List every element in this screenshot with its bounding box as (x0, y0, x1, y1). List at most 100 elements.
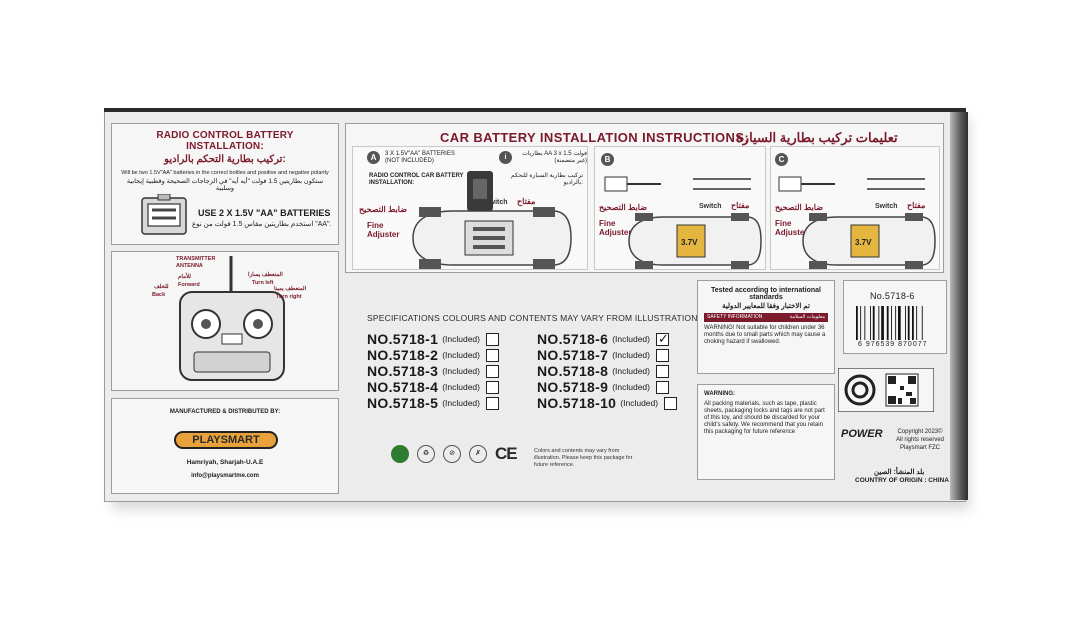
recycle-icon: ♻ (417, 445, 435, 463)
turn-left-label-ar: المنعطف يسارا (248, 272, 283, 278)
step-a-text: 3 X 1.5V"AA" BATTERIES (NOT INCLUDED) (385, 151, 455, 164)
green-dot-icon (391, 445, 409, 463)
safety-info-label-ar: معلومات السلامة (764, 313, 828, 322)
switch-label-ar-c: مفتاح (907, 201, 926, 210)
charger-cable-c-icon (778, 176, 925, 192)
switch-label-c: Switch (875, 203, 898, 210)
barcode-bar (916, 306, 918, 340)
spec-row: NO.5718-7(Included) (537, 347, 669, 363)
box-top-edge (104, 108, 966, 112)
svg-text:3.7V: 3.7V (855, 238, 872, 247)
barcode-bar (921, 306, 923, 340)
fine-adjuster-a: Fine Adjuster (367, 221, 400, 239)
warning-text: All packing materials, such as tape, pla… (704, 401, 825, 435)
barcode-icon (856, 306, 923, 340)
step-c-badge: C (775, 153, 788, 166)
step-a-panel: A 3 X 1.5V"AA" BATTERIES (NOT INCLUDED) … (352, 146, 588, 270)
svg-text:3.7V: 3.7V (681, 238, 698, 247)
barcode-bar (860, 306, 862, 340)
radio-battery-desc-ar: ستكون بطاريتين 1.5 فولت "أيه أيه" في الز… (126, 178, 324, 192)
power-logo: POWER (841, 428, 883, 440)
barcode-bar (870, 306, 871, 340)
manufacturer-address: Hamriyah, Sharjah-U.A.E (186, 459, 264, 466)
switch-label-ar-a: مفتاح (517, 197, 536, 206)
barcode-bar (878, 306, 880, 340)
spec-checkbox (656, 380, 669, 394)
spec-included-label: (Included) (612, 334, 650, 344)
car-chassis-b-icon: 3.7V (628, 213, 762, 269)
manufacturer-panel: MANUFACTURED & DISTRIBUTED BY: PLAYSMART… (111, 398, 339, 494)
step-a-info-icon: i (499, 151, 512, 164)
barcode-bar (886, 306, 889, 340)
back-label-ar: للخلف (154, 284, 169, 290)
playsmart-logo: PLAYSMART (174, 431, 278, 449)
fine-adjuster-ar-c: ضابط التصحيح (775, 203, 824, 212)
certification-icons: ♻ ⊘ ✗ CE (391, 444, 518, 464)
spec-included-label: (Included) (612, 366, 650, 376)
spec-model-number: NO.5718-8 (537, 363, 609, 379)
barcode-bar (891, 306, 892, 340)
switch-label-b: Switch (699, 203, 722, 210)
turn-right-label-ar: المنعطف يمينا (274, 286, 307, 292)
step-c-panel: C ضابط التصحيح Fine Adjuster Switch مفتا… (770, 146, 940, 270)
spec-included-label: (Included) (442, 350, 480, 360)
box-side-edge (950, 112, 968, 500)
spec-included-label: (Included) (612, 382, 650, 392)
forward-label: Forward (178, 282, 200, 288)
standards-panel: Tested according to international standa… (697, 280, 835, 374)
barcode-number: 6 976539 870077 (858, 341, 928, 348)
no-small-children-icon: ⊘ (443, 445, 461, 463)
car-chassis-a-icon (412, 207, 572, 269)
barcode-bar (912, 306, 914, 340)
manufacturer-email: info@playsmartme.com (191, 473, 259, 479)
spec-row: NO.5718-2(Included) (367, 347, 499, 363)
copyright-line-3: Playsmart FZC (900, 445, 941, 451)
spec-included-label: (Included) (442, 398, 480, 408)
copyright-line-2: All rights reserved (896, 437, 945, 443)
copyright-line-1: Copyright 2023© (897, 429, 943, 435)
barcode-bar (895, 306, 897, 340)
country-of-origin-ar: بلد المنشأ: الصين (874, 469, 925, 476)
spec-checkbox (656, 364, 669, 378)
spec-included-label: (Included) (442, 366, 480, 376)
radio-car-label-ar: تركيب بطارية السيارة للتحكم بالراديو: (510, 173, 583, 186)
spec-checkbox (486, 364, 499, 378)
safety-info-label: SAFETY INFORMATION (704, 313, 765, 322)
radio-battery-desc: Will be two 1.5V"AA" batteries in the co… (121, 170, 329, 176)
radio-battery-panel: RADIO CONTROL BATTERY INSTALLATION: تركي… (111, 123, 339, 245)
qr-logo-row (838, 368, 934, 412)
spec-checkbox (656, 331, 669, 347)
spec-row: NO.5718-1(Included) (367, 331, 499, 347)
turn-right-label: Turn right (276, 294, 302, 300)
standards-title: Tested according to international standa… (711, 287, 821, 301)
barcode-bar (905, 306, 906, 340)
standards-title-ar: تم الاختبار وفقا للمعايير الدولية (722, 303, 810, 310)
spec-checkbox (656, 348, 669, 362)
spec-model-number: NO.5718-9 (537, 379, 609, 395)
back-label: Back (152, 292, 166, 298)
barcode-bar (856, 306, 858, 340)
spec-row: NO.5718-6(Included) (537, 331, 669, 347)
radio-battery-title-ar: تركيب بطارية التحكم بالراديو: (164, 154, 286, 165)
spec-checkbox (486, 332, 499, 346)
spec-row: NO.5718-10(Included) (537, 395, 678, 411)
spec-checkbox (664, 396, 678, 410)
step-b-panel: B ضابط التصحيح Fine Adjuster Switch مفتا… (594, 146, 766, 270)
remote-battery-compartment-icon (141, 194, 187, 235)
spec-model-number: NO.5718-6 (537, 331, 609, 347)
charger-cable-b-icon (604, 176, 751, 192)
step-a-badge: A (367, 151, 380, 164)
car-battery-title-ar: تعليمات تركيب بطارية السيارة (736, 130, 898, 145)
barcode-bar (881, 306, 884, 340)
barcode-bar (898, 306, 901, 340)
use-batteries-text: USE 2 X 1.5V "AA" BATTERIES (198, 208, 331, 218)
manufacturer-title: MANUFACTURED & DISTRIBUTED BY: (169, 409, 281, 415)
spec-row: NO.5718-3(Included) (367, 363, 499, 379)
safety-info-bar: SAFETY INFORMATION معلومات السلامة (704, 313, 828, 322)
spec-model-number: NO.5718-7 (537, 347, 609, 363)
spec-row: NO.5718-4(Included) (367, 379, 499, 395)
spec-checkbox (486, 348, 499, 362)
spec-row: NO.5718-5(Included) (367, 395, 499, 411)
spec-checkbox (486, 396, 499, 410)
car-battery-title: CAR BATTERY INSTALLATION INSTRUCTIONS: (440, 130, 750, 145)
